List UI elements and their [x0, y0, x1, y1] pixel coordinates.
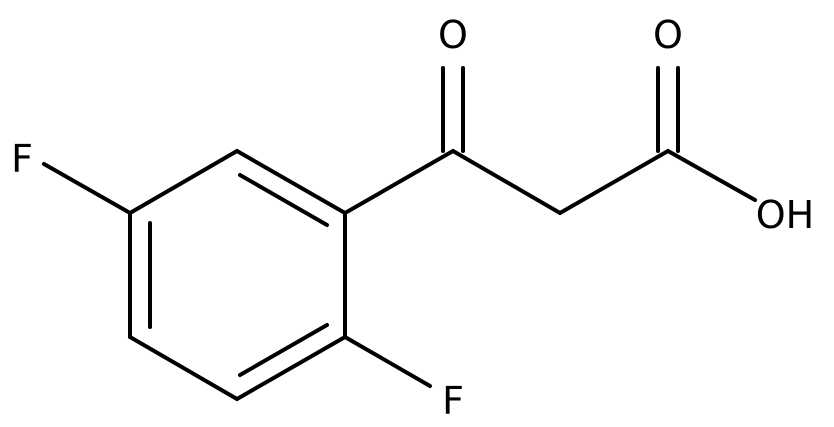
ring-bond-4 — [128, 335, 239, 401]
ring-bond-1-inner — [238, 173, 329, 227]
fluorine-top-label: F — [11, 137, 33, 181]
carbonyl-methylene-bond — [451, 149, 562, 215]
ring-bond-3-inner — [238, 323, 329, 377]
substituent-bonds — [42, 66, 757, 388]
ring-bond-1 — [235, 149, 347, 215]
c-f-bottom-bond — [343, 335, 432, 388]
fluorine-bottom-label: F — [442, 379, 464, 423]
c-f-top-bond — [42, 162, 132, 215]
atom-labels: F F O O OH — [11, 13, 814, 423]
ring-bond-6 — [128, 149, 239, 215]
hydroxyl-label: OH — [756, 193, 814, 237]
ring-bond-3 — [235, 335, 347, 401]
oxygen-ketone-label: O — [438, 13, 468, 57]
benzene-ring — [128, 149, 347, 401]
methylene-carboxyl-bond — [558, 149, 670, 215]
carboxyl-oh-bond — [666, 149, 757, 202]
aryl-carbonyl-bond — [343, 149, 455, 215]
oxygen-acid-label: O — [653, 13, 683, 57]
